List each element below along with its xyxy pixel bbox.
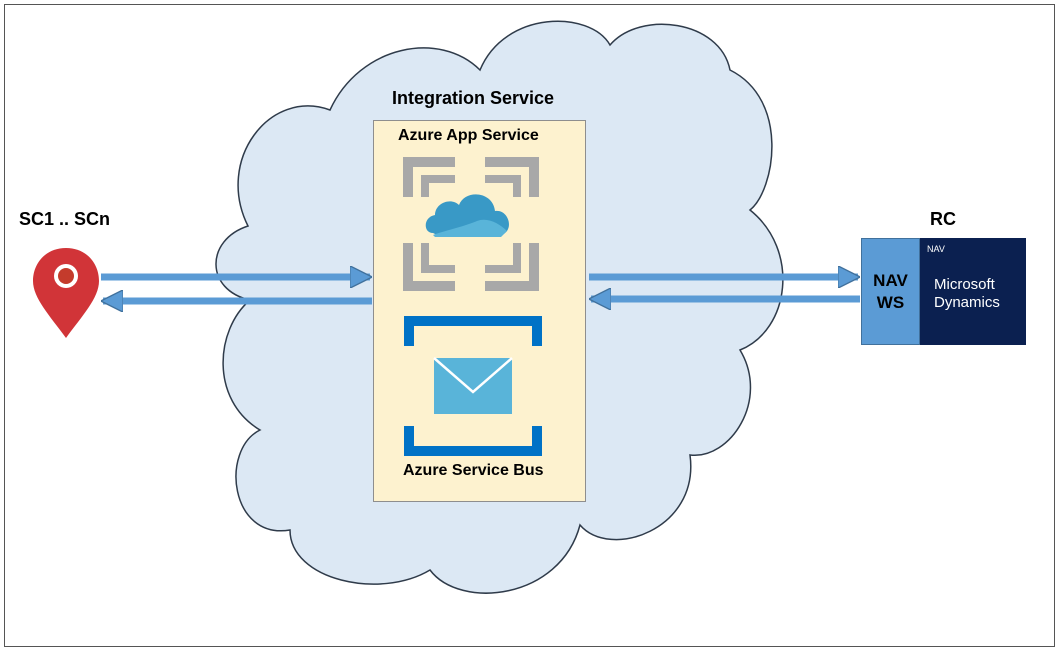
nav-ws-line1: NAV [873, 270, 908, 290]
msd-line2: Dynamics [934, 294, 1000, 311]
nav-ws-line2: WS [876, 292, 905, 312]
location-pin-icon [33, 248, 99, 338]
rc-label: RC [930, 209, 956, 229]
msd-nav-small: NAV [927, 244, 945, 254]
integration-service-title: Integration Service [392, 88, 555, 108]
service-bus-icon [404, 316, 542, 456]
msd-line1: Microsoft [934, 276, 995, 293]
app-service-label: Azure App Service [398, 127, 539, 144]
app-service-icon [403, 157, 539, 291]
nav-ws-block: NAV WS [861, 238, 920, 345]
service-bus-label: Azure Service Bus [403, 462, 544, 479]
sc-range-label: SC1 .. SCn [19, 209, 111, 229]
diagram-frame [4, 4, 1055, 647]
microsoft-dynamics-nav-logo: NAV Microsoft Dynamics [920, 238, 1026, 345]
